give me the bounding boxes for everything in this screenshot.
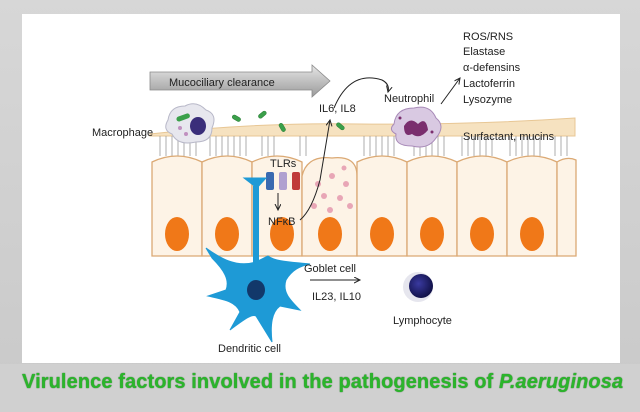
- mucociliary-label: Mucociliary clearance: [169, 77, 275, 89]
- dendritic-cell: [205, 177, 311, 343]
- goblet-granules: [311, 165, 353, 213]
- product-item: α-defensins: [463, 62, 521, 74]
- surfactant-label: Surfactant, mucins: [463, 131, 555, 143]
- nfkb-label: NFκB: [268, 216, 296, 228]
- caption-band: [0, 364, 640, 412]
- product-item: Elastase: [463, 46, 505, 58]
- dendritic-cell-label: Dendritic cell: [218, 343, 281, 355]
- figure-caption: Virulence factors involved in the pathog…: [22, 371, 624, 399]
- il23-il10-label: IL23, IL10: [312, 291, 361, 303]
- il6-il8-label: IL6, IL8: [319, 103, 356, 115]
- macrophage-label: Macrophage: [92, 127, 153, 139]
- neutrophil-cell: [390, 106, 442, 148]
- caption-text: Virulence factors involved in the pathog…: [22, 371, 499, 393]
- product-item: Lactoferrin: [463, 78, 515, 90]
- caption-organism: P.aeruginosa: [498, 371, 624, 393]
- bacteria: [232, 110, 345, 132]
- product-item: Lysozyme: [463, 94, 512, 106]
- product-item: ROS/RNS: [463, 31, 513, 43]
- epithelium: [151, 155, 577, 257]
- nuclei: [165, 217, 544, 251]
- macrophage-cell: [165, 103, 215, 144]
- mucus-layer: [149, 117, 576, 137]
- goblet-cell-label: Goblet cell: [304, 263, 356, 275]
- signal-arrows: [278, 78, 460, 280]
- lymphocyte-label: Lymphocyte: [393, 315, 452, 327]
- tlrs-label: TLRs: [270, 158, 297, 170]
- tlr-receptors: [266, 172, 300, 190]
- mucociliary-arrow: [149, 64, 331, 98]
- lymphocyte-cell: [403, 272, 433, 302]
- neutrophil-products-list: ROS/RNS Elastase α-defensins Lactoferrin…: [463, 31, 521, 106]
- neutrophil-label: Neutrophil: [384, 93, 434, 105]
